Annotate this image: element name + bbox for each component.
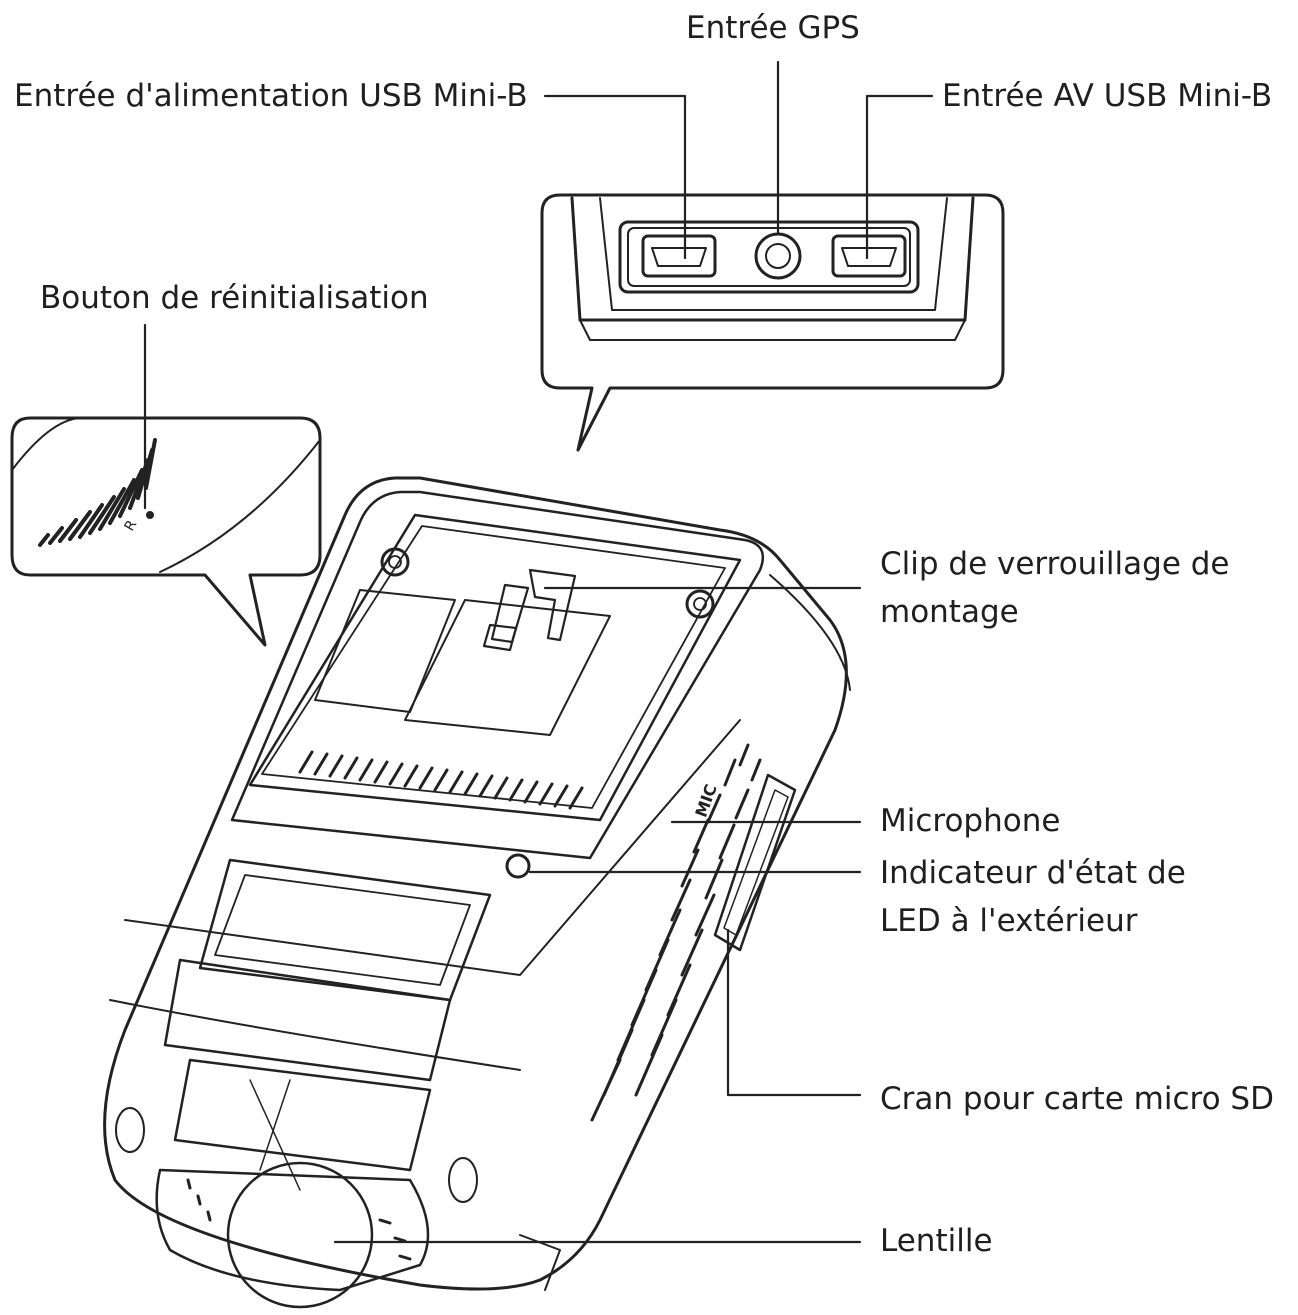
lens-glass bbox=[226, 1161, 374, 1309]
label-microphone: Microphone bbox=[880, 803, 1061, 839]
reset-callout: R bbox=[10, 416, 322, 647]
port-strip bbox=[618, 220, 920, 294]
label-lens: Lentille bbox=[880, 1223, 993, 1259]
lens-housing bbox=[155, 858, 492, 1309]
side-vent-slots bbox=[590, 743, 762, 1122]
ports-callout-bubble bbox=[540, 193, 1005, 452]
top-vent-slots bbox=[298, 750, 584, 810]
label-led-indicator: Indicateur d'état de LED à l'extérieur bbox=[880, 855, 1186, 940]
mount-locking-clip bbox=[482, 568, 577, 652]
mount-recess bbox=[248, 513, 742, 822]
label-av-input: Entrée AV USB Mini-B bbox=[942, 78, 1273, 114]
label-sd-slot: Cran pour carte micro SD bbox=[880, 1081, 1274, 1117]
label-power-input: Entrée d'alimentation USB Mini-B bbox=[14, 78, 528, 114]
sd-card-slot bbox=[713, 773, 797, 952]
status-led bbox=[505, 853, 531, 879]
reset-mark-r: R bbox=[122, 517, 141, 534]
leader-power bbox=[543, 94, 687, 260]
power-usb-port bbox=[641, 234, 717, 278]
reset-button-hole bbox=[146, 511, 154, 519]
reset-callout-bubble bbox=[10, 416, 322, 647]
mount-screw-left bbox=[380, 547, 410, 577]
port-panel-body bbox=[570, 196, 975, 322]
av-usb-port bbox=[831, 234, 907, 278]
label-mount-clip: Clip de verrouillage de montage bbox=[880, 546, 1230, 631]
leader-lines bbox=[143, 60, 934, 1244]
gps-port bbox=[754, 232, 802, 280]
mount-screw-right bbox=[685, 589, 715, 619]
ports-callout bbox=[540, 193, 1005, 452]
body-outline bbox=[103, 476, 848, 1291]
label-reset-button: Bouton de réinitialisation bbox=[40, 280, 429, 316]
label-gps-input: Entrée GPS bbox=[686, 10, 860, 46]
dashcam-body: MIC bbox=[103, 476, 851, 1309]
leader-av bbox=[865, 94, 934, 260]
leader-sd bbox=[726, 928, 862, 1097]
reset-vent-slots bbox=[38, 438, 157, 547]
